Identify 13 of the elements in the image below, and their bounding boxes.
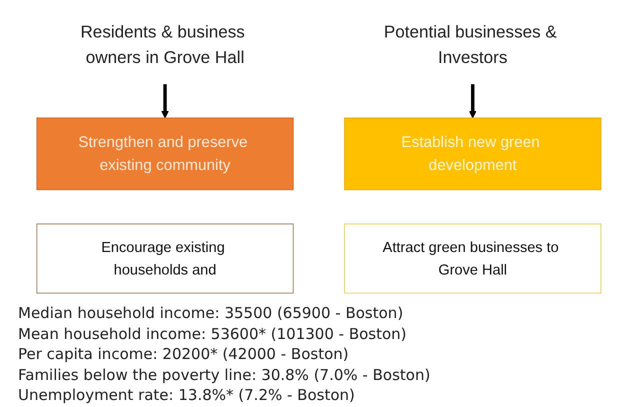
node-text: Potential businesses & Investors (384, 23, 557, 68)
arrow (161, 84, 169, 118)
arrow (469, 84, 477, 118)
node-box: Establish new green development (344, 118, 602, 190)
statistic-note: Families below the poverty line: 30.8% (7.0% - Boston) (18, 364, 430, 385)
statistic-note: Median household income: 35500 (65900 - Boston) (18, 303, 404, 324)
node-box: Strengthen and preserve existing community (36, 118, 294, 190)
node-box: Encourage existing households and (36, 224, 294, 294)
statistic-note: Mean household income: 53600* (101300 - Boston) (18, 324, 408, 344)
node-text: Residents & business owners in Grove Hall (80, 23, 245, 68)
statistic-note: Unemployment rate: 13.8%* (7.2% - Boston) (18, 385, 356, 406)
node-box: Attract green businesses to Grove Hall (344, 224, 602, 294)
statistic-note: Per capita income: 20200* (42000 - Boston) (18, 344, 350, 364)
